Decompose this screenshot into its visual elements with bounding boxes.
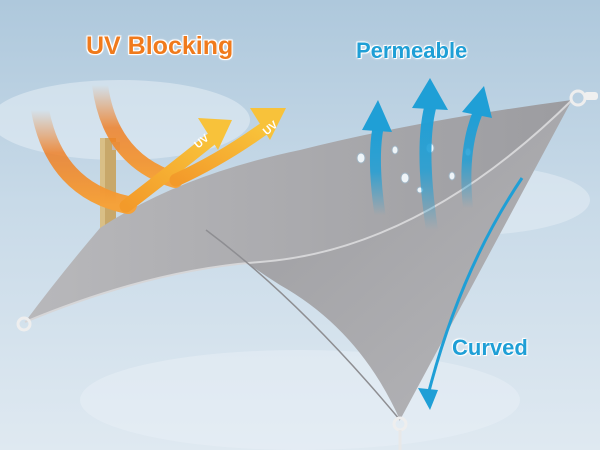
- uv-ray-arrow-icon: UV: [119, 118, 232, 213]
- shade-sail-underside: [206, 100, 572, 420]
- curve-arrow-icon: [418, 177, 524, 410]
- shade-sail: [25, 100, 572, 322]
- corner-rings: [16, 89, 598, 450]
- uv-ray-incoming-1: [31, 101, 137, 214]
- air-flow-arrow-icon-2: [412, 78, 448, 236]
- permeable-label: Permeable: [356, 38, 468, 63]
- uv-blocking-label: UV Blocking: [86, 32, 234, 60]
- air-flow-arrow-icon-3: [461, 86, 492, 213]
- air-flow-arrow-icon: [362, 100, 392, 221]
- curved-label: Curved: [452, 335, 528, 360]
